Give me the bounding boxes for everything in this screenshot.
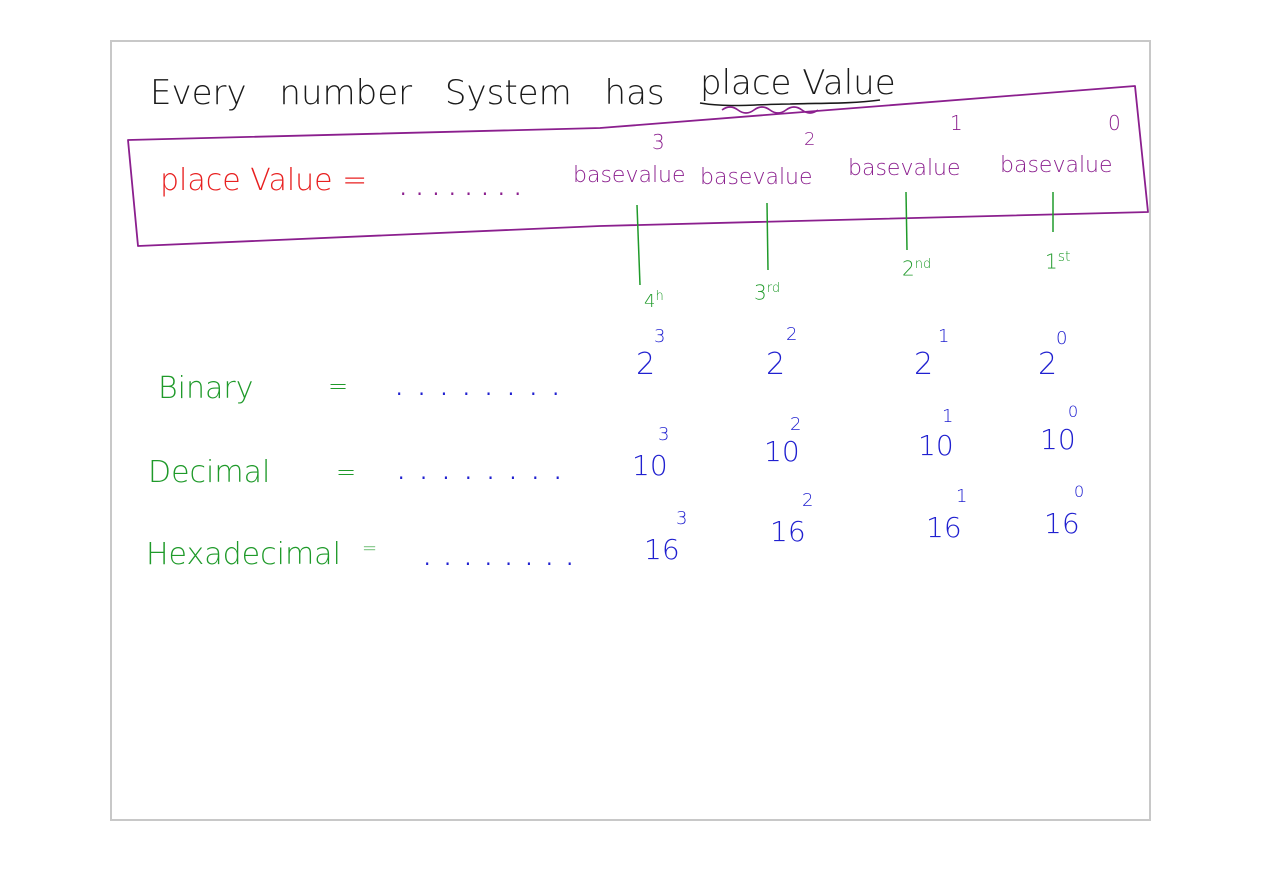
power-base: 10 [918, 429, 954, 462]
definition-exponent: 1 [950, 111, 963, 135]
definition-exponent: 0 [1108, 111, 1121, 135]
system-name-decimal: Decimal [148, 455, 271, 490]
power-exponent: 0 [1056, 328, 1068, 349]
definition-term: basevalue [573, 163, 686, 188]
position-number: 3 [754, 280, 767, 305]
emphasis-squiggle [721, 106, 819, 114]
position-number: 2 [902, 256, 915, 281]
emphasis-underline [699, 99, 881, 107]
system-name-hexadecimal: Hexadecimal [146, 537, 341, 572]
position-label-2nd: 2nd [902, 258, 931, 279]
power-base: 16 [644, 533, 680, 566]
power-exponent: 1 [942, 406, 954, 427]
heading-prefix: Every number System has [150, 73, 665, 113]
definition-term: basevalue [700, 165, 813, 190]
leader-line-4th [636, 204, 641, 286]
power-exponent: 1 [956, 486, 968, 507]
power-exponent: 3 [676, 508, 688, 529]
leading-dots: ........ [398, 460, 577, 484]
definition-exponent: 2 [804, 129, 816, 150]
power-exponent: 3 [658, 424, 670, 445]
power-base: 2 [766, 347, 786, 382]
whiteboard-page [110, 40, 1151, 821]
power-base: 10 [1040, 423, 1076, 456]
power-exponent: 0 [1068, 402, 1079, 421]
power-base: 10 [764, 435, 800, 468]
position-suffix: nd [914, 257, 932, 272]
leader-line-3rd [766, 202, 769, 271]
definition-label: place Value = [160, 163, 368, 198]
power-base: 2 [1038, 347, 1058, 382]
position-suffix: rd [766, 281, 781, 296]
position-label-4th: 4h [644, 290, 664, 311]
power-exponent: 2 [802, 490, 814, 511]
position-suffix: st [1057, 249, 1071, 265]
power-base: 2 [636, 347, 656, 382]
heading-emphasis: place Value [700, 63, 896, 103]
power-exponent: 3 [654, 326, 666, 347]
power-base: 16 [1044, 507, 1080, 540]
definition-term: basevalue [848, 156, 961, 181]
leading-dots: ........ [424, 546, 587, 570]
power-base: 10 [632, 449, 668, 482]
power-exponent: 2 [790, 414, 802, 435]
power-exponent: 1 [938, 326, 950, 347]
position-number: 1 [1045, 249, 1058, 274]
leader-line-2nd [905, 191, 908, 251]
position-number: 4 [644, 291, 656, 312]
definition-term: basevalue [1000, 153, 1113, 178]
power-exponent: 2 [786, 324, 798, 345]
position-suffix: h [655, 289, 664, 304]
power-base: 16 [926, 511, 962, 544]
leading-dots: ........ [396, 376, 575, 400]
power-base: 16 [770, 515, 806, 548]
system-name-binary: Binary [158, 371, 254, 406]
position-label-1st: 1st [1045, 250, 1071, 272]
power-exponent: 0 [1074, 482, 1085, 501]
equals-sign: = [328, 372, 349, 400]
position-label-3rd: 3rd [754, 282, 780, 303]
equals-sign: = [336, 458, 357, 486]
equals-sign: = [362, 538, 378, 559]
definition-exponent: 3 [652, 130, 665, 154]
definition-box [127, 85, 1149, 247]
definition-leading-dots: ........ [400, 176, 531, 200]
power-base: 2 [914, 347, 934, 382]
